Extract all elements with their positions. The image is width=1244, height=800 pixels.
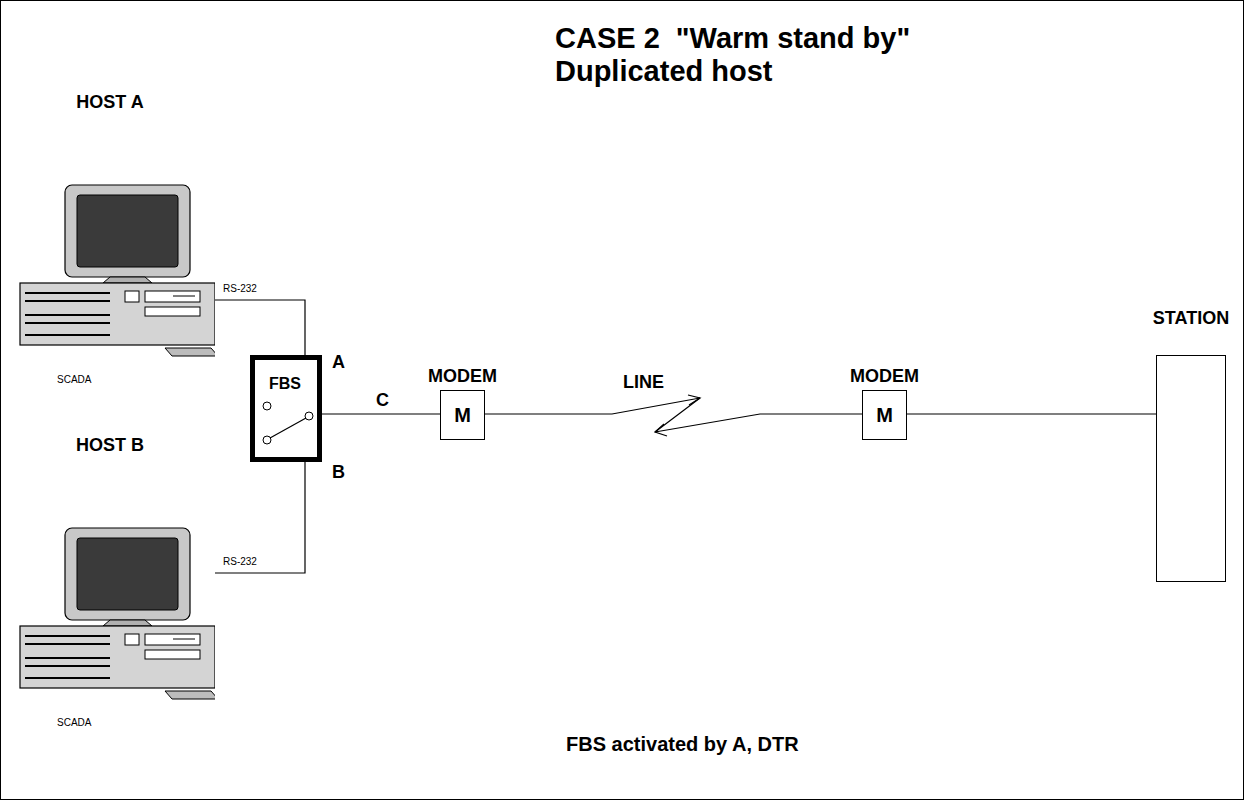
host-name: HOST A	[70, 87, 150, 117]
port-label: B	[332, 462, 345, 483]
device-heading: MODEM	[425, 366, 500, 388]
station-outline	[1156, 355, 1226, 582]
switch-symbol	[255, 360, 317, 457]
system-label: SCADA	[57, 374, 91, 386]
computer-illustration	[15, 85, 215, 390]
modem-box: M MODEM	[425, 366, 500, 440]
system-label: SCADA	[57, 717, 91, 729]
connector-line	[215, 462, 305, 573]
host-computer: HOST B SCADA	[15, 428, 215, 733]
port-label: A	[332, 352, 345, 373]
connector-label: LINE	[622, 372, 665, 393]
station-heading: STATION	[1146, 308, 1236, 330]
station-box: STATION	[1146, 308, 1236, 582]
modem-letter: M	[454, 403, 471, 427]
connector-label: RS-232	[222, 283, 258, 294]
diagram-title: CASE 2 "Warm stand by" Duplicated host	[555, 22, 975, 88]
diagram-caption: FBS activated by A, DTR	[566, 733, 799, 756]
fallback-switch: FBS	[250, 355, 322, 462]
connector-line	[485, 398, 862, 432]
modem-outline: M	[862, 390, 907, 440]
connector-label: RS-232	[222, 556, 258, 567]
modem-letter: M	[876, 403, 893, 427]
switch-name: FBS	[269, 374, 301, 393]
device-heading: MODEM	[847, 366, 922, 388]
connector-line	[322, 413, 440, 414]
modem-outline: M	[440, 390, 485, 440]
port-label: C	[376, 390, 389, 411]
modem-box: M MODEM	[847, 366, 922, 440]
host-computer: HOST A SCADA	[15, 85, 215, 390]
connector-line	[907, 413, 1156, 414]
host-name: HOST B	[70, 430, 150, 460]
computer-illustration	[15, 428, 215, 733]
connector-line	[215, 300, 305, 355]
